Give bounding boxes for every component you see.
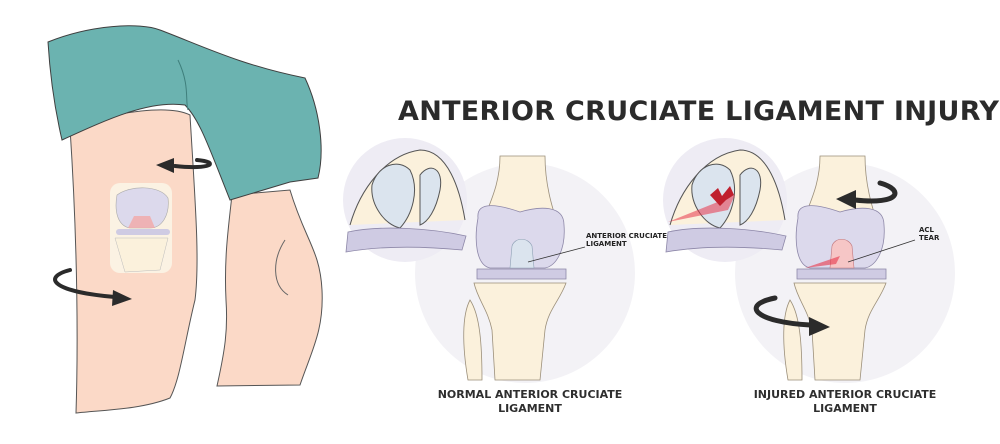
normal-knee-illustration (343, 138, 635, 383)
rotation-arrow-lower-injured (753, 295, 813, 328)
knee-joint-xray (110, 183, 172, 273)
injured-caption-line1: INJURED ANTERIOR CRUCIATE (753, 388, 937, 401)
normal-caption: NORMAL ANTERIOR CRUCIATE LIGAMENT (430, 388, 630, 416)
rotation-arrow-upper (173, 158, 212, 170)
injured-caption: INJURED ANTERIOR CRUCIATE LIGAMENT (735, 388, 955, 416)
normal-callout-line1: ANTERIOR CRUCIATE (586, 232, 667, 240)
normal-caption-line2: LIGAMENT (498, 402, 562, 415)
injured-knee-illustration (663, 138, 955, 383)
injured-callout-line1: ACL (919, 226, 935, 234)
injured-callout-label: ACL TEAR (919, 226, 939, 242)
normal-caption-line1: NORMAL ANTERIOR CRUCIATE (437, 388, 623, 401)
normal-callout-label: ANTERIOR CRUCIATE LIGAMENT (586, 232, 667, 248)
rotation-arrow-upper-injured (852, 180, 898, 204)
normal-callout-line2: LIGAMENT (586, 240, 627, 248)
injured-caption-line2: LIGAMENT (813, 402, 877, 415)
injured-callout-line2: TEAR (919, 234, 940, 242)
page-title: ANTERIOR CRUCIATE LIGAMENT INJURY (398, 96, 1000, 127)
rotation-arrow-lower (53, 268, 117, 299)
legs-illustration (47, 25, 323, 414)
